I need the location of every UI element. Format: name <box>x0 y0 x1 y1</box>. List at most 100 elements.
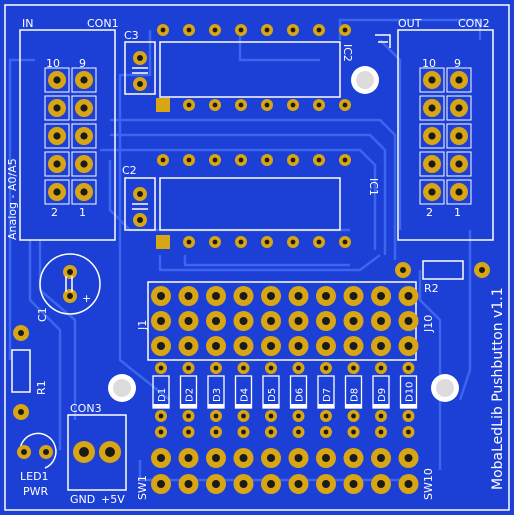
diode-cathode-pad-hole <box>158 413 164 419</box>
switch-pin-hole <box>377 454 385 462</box>
mounting-hole <box>356 71 374 89</box>
diode-anode-pad-hole <box>406 365 411 371</box>
pad <box>137 81 143 87</box>
led1-outline <box>19 432 57 469</box>
diode-band <box>180 404 197 408</box>
jumper-pin-hole <box>294 342 303 350</box>
jumper-pin-hole <box>322 342 330 350</box>
capacitor-c2-symbol <box>132 203 148 210</box>
con1-pin-2: 2 <box>51 206 58 219</box>
r2-label: R2 <box>424 282 439 295</box>
diode-anode-pad-hole <box>158 365 164 371</box>
con1-ref: CON1 <box>87 17 119 30</box>
j1-label: J1 <box>136 320 149 331</box>
ic-pin-hole <box>212 157 218 163</box>
jumper-pin-hole <box>404 342 413 350</box>
diode-cathode-pad-hole <box>351 413 356 419</box>
ic2-label: IC2 <box>341 44 354 62</box>
jumper-pins <box>151 286 419 356</box>
con2-side-label: OUT <box>398 17 422 30</box>
ic-pin-hole <box>316 157 322 163</box>
switch-top-pin-hole <box>186 429 191 435</box>
diode-band <box>153 404 169 408</box>
ic-pin-hole <box>238 102 244 108</box>
diode-label: D2 <box>185 388 196 402</box>
header-pin-hole <box>53 76 61 84</box>
switch-pin-hole <box>184 454 193 462</box>
diode-cathode-pad-hole <box>323 413 329 419</box>
jumper-pin-hole <box>157 342 165 350</box>
header-pin-hole <box>53 160 61 168</box>
pad <box>67 293 73 299</box>
con1-pin-1: 1 <box>79 206 86 219</box>
diode-cathode-pad-hole <box>406 413 411 419</box>
switch-pin-hole <box>294 480 303 488</box>
capacitor-c1-symbol <box>65 276 73 292</box>
con3-label: CON3 <box>70 402 102 415</box>
header-pin-frame <box>419 67 445 93</box>
diode-label: D10 <box>405 382 416 402</box>
header-pin-frame <box>419 179 445 205</box>
diode-label: D6 <box>295 388 306 402</box>
mounting-hole <box>113 379 131 397</box>
jumper-pin-hole <box>267 342 275 350</box>
jumper-pin-hole <box>212 292 220 300</box>
ic-pin-hole <box>238 239 244 245</box>
ic-pin-hole <box>186 102 192 108</box>
diode-cathode-pad-hole <box>241 413 246 419</box>
pad <box>137 191 143 197</box>
ic1-outline <box>159 177 341 231</box>
switch-pin-hole <box>267 480 275 488</box>
switch-top-pin-hole <box>241 429 246 435</box>
con2-outline <box>397 29 494 241</box>
pad <box>137 217 143 223</box>
r1-pad-hole <box>18 330 24 336</box>
con2-pin-10: 10 <box>422 57 436 70</box>
diode-band <box>400 404 417 408</box>
header-pin-hole <box>455 188 463 196</box>
switch-top-pin-hole <box>296 429 301 435</box>
ic-pin-hole <box>186 239 192 245</box>
j10-label: J10 <box>422 315 435 333</box>
con3-outline <box>67 414 127 491</box>
r1-body <box>11 349 31 393</box>
ic-pin-hole <box>212 102 218 108</box>
switch-top-pin-hole <box>351 429 356 435</box>
switch-pin-hole <box>212 480 220 488</box>
jumper-pin-hole <box>322 292 330 300</box>
jumper-pin-hole <box>377 317 385 325</box>
ic1-pins <box>157 154 351 248</box>
header-pin-frame <box>44 151 70 177</box>
con2-ref: CON2 <box>458 17 490 30</box>
header-pin-frame <box>71 151 97 177</box>
board-outline <box>4 4 510 511</box>
r2-body <box>422 260 464 280</box>
header-pin-frame <box>71 67 97 93</box>
ic-pin-hole <box>316 239 322 245</box>
switch-pin-hole <box>294 454 303 462</box>
ic-pin-hole <box>238 157 244 163</box>
con2-pin-9: 9 <box>454 57 461 70</box>
diode-label: D8 <box>350 388 361 402</box>
diode-band <box>318 404 334 408</box>
diode-label: D1 <box>157 388 168 402</box>
ic-pin-hole <box>290 102 296 108</box>
jumper-pin-hole <box>294 292 303 300</box>
header-pin-hole <box>428 188 436 196</box>
pad <box>137 55 143 61</box>
c1-label: C1 <box>36 307 49 322</box>
symbols <box>65 34 391 292</box>
switch-pin-hole <box>157 480 165 488</box>
diode-anode-pad-hole <box>186 365 191 371</box>
header-pin-frame <box>446 123 472 149</box>
jumper-pin-hole <box>349 342 358 350</box>
header-pin-frame <box>44 67 70 93</box>
jumper-pin-hole <box>294 317 303 325</box>
ic-pin-hole <box>238 27 244 33</box>
ic-pin-hole <box>342 239 348 245</box>
switch-pin-hole <box>349 454 358 462</box>
mounting-holes <box>108 66 459 402</box>
header-pin-hole <box>455 104 463 112</box>
diode-band <box>345 404 362 408</box>
